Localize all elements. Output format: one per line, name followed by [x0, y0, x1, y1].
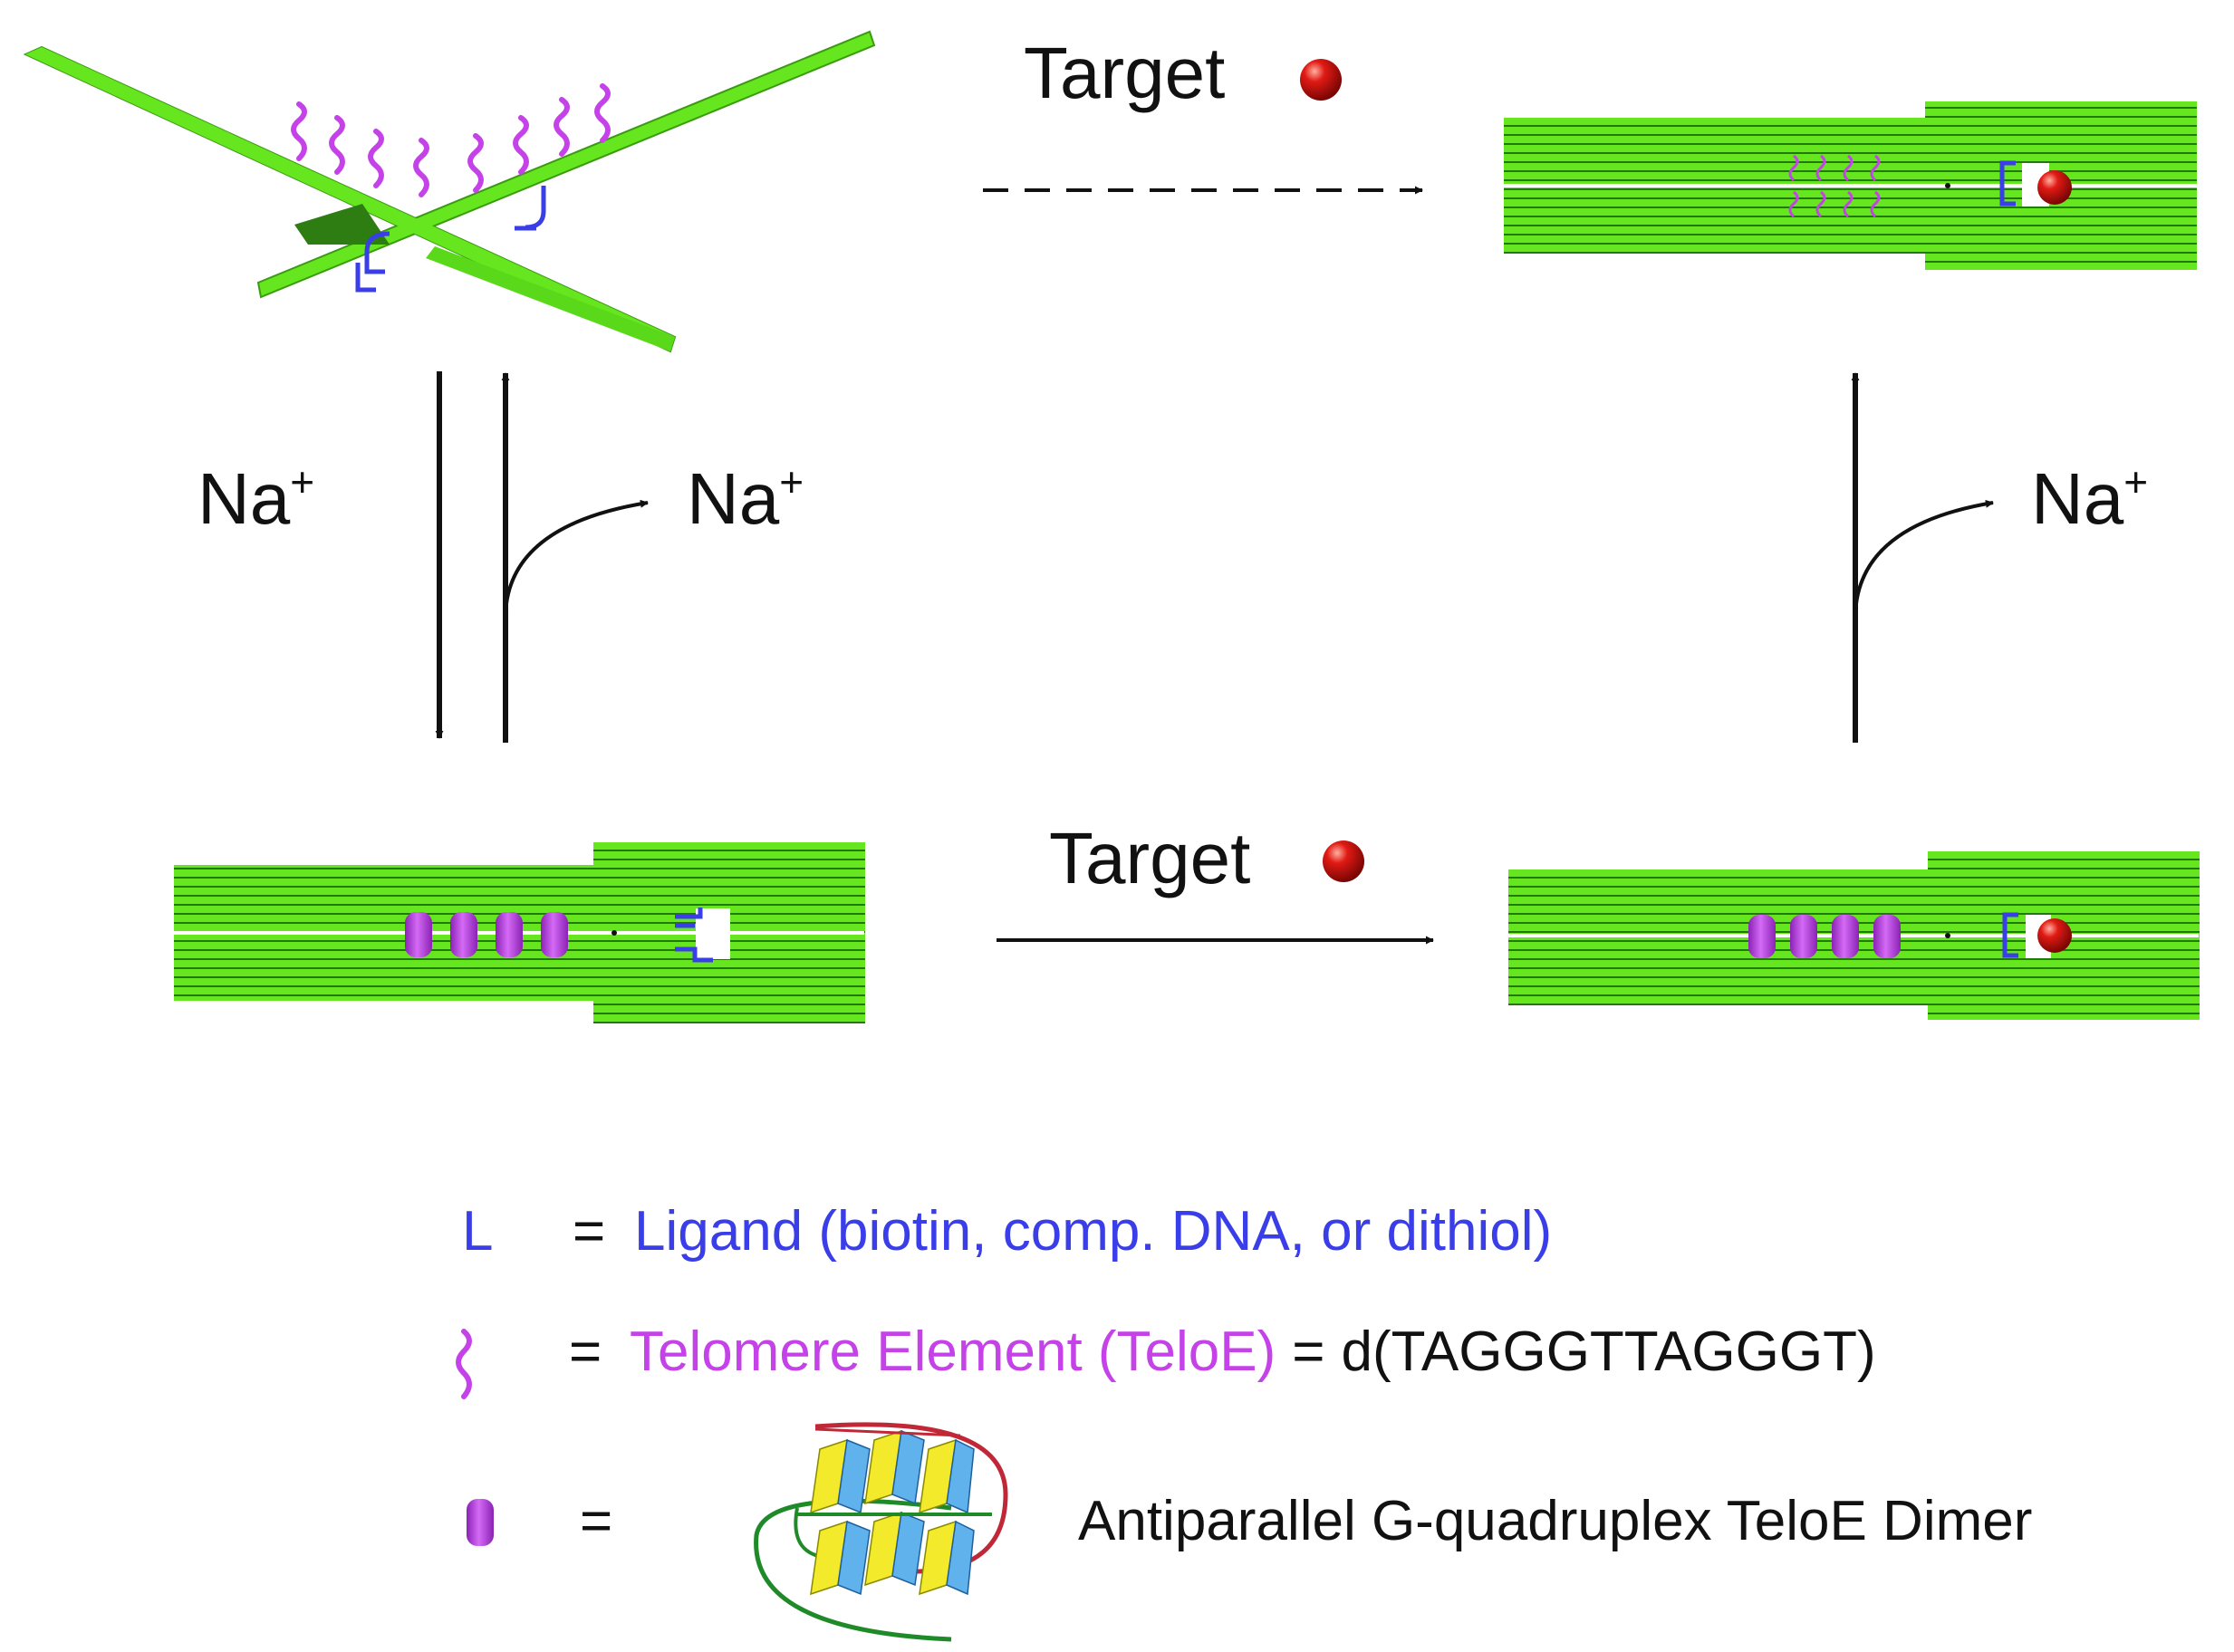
closed-origami-bottom-right — [1508, 851, 2200, 1020]
na-release-arrow-right — [1854, 499, 1994, 617]
legend-ligand-text: Ligand (biotin, comp. DNA, or dithiol) — [634, 1200, 1552, 1263]
target-sphere-top-icon — [1300, 59, 1342, 101]
g-quadruplex-structure-icon — [754, 1422, 1008, 1642]
legend-teloe-name: Telomere Element (TeloE) — [630, 1321, 1276, 1383]
legend-gq-cylinder-icon — [467, 1499, 494, 1546]
na-label-right-out: Na+ — [2031, 458, 2148, 539]
na-label-left-out: Na+ — [687, 458, 804, 539]
legend-gq-eq: = — [580, 1490, 612, 1552]
target-label-bottom: Target — [1049, 818, 1250, 898]
legend-teloe-eq2: = — [1292, 1321, 1324, 1383]
na-release-arrow-left — [504, 499, 649, 617]
target-sphere-bottom-icon — [1323, 840, 1364, 882]
legend-teloe-squiggle-icon — [456, 1329, 472, 1399]
crossed-origami — [23, 30, 876, 353]
legend-teloe-sequence: d(TAGGGTTAGGGT) — [1342, 1321, 1876, 1383]
legend-teloe-text: Telomere Element (TeloE) = d(TAGGGTTAGGGT) — [630, 1321, 1876, 1383]
closed-origami-bottom-left — [174, 842, 865, 1023]
closed-origami-top-right — [1504, 101, 2197, 270]
legend: L = Ligand (biotin, comp. DNA, or dithio… — [456, 1200, 2032, 1642]
legend-gq-text: Antiparallel G-quadruplex TeloE Dimer — [1078, 1490, 2032, 1552]
legend-ligand-eq: = — [573, 1200, 605, 1263]
teloe-squiggles-open — [291, 83, 611, 197]
legend-ligand-symbol: L — [462, 1200, 493, 1263]
na-label-left-in: Na+ — [197, 458, 314, 539]
legend-teloe-eq: = — [569, 1321, 602, 1383]
ligands-open — [355, 186, 546, 293]
target-label-top: Target — [1024, 33, 1225, 113]
